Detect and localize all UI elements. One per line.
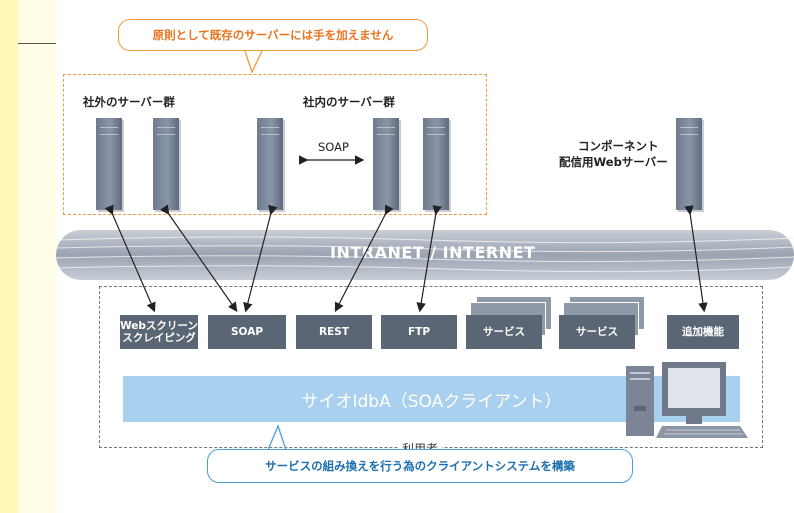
bottom-callout: サービスの組み換えを行う為のクライアントシステムを構築 bbox=[207, 449, 633, 483]
internal-server-3 bbox=[423, 118, 449, 210]
web-scraping-line1: Webスクリーン bbox=[120, 319, 198, 332]
top-callout: 原則として既存のサーバーには手を加えません bbox=[118, 19, 428, 51]
client-bar-label: サイオIdbA（SOAクライアント） bbox=[301, 391, 562, 412]
rest-service-label: REST bbox=[319, 325, 349, 338]
extra-feature-label: 追加機能 bbox=[682, 325, 724, 338]
web-scraping-line2: スクレイピング bbox=[122, 332, 196, 344]
internal-server-1 bbox=[257, 118, 283, 210]
ftp-service-label: FTP bbox=[407, 325, 431, 338]
soap-link-label: SOAP bbox=[318, 140, 349, 154]
service-1-label: サービス bbox=[483, 325, 525, 338]
left-sidebar bbox=[0, 0, 18, 513]
ftp-service-box: FTP bbox=[381, 315, 457, 349]
rest-service-box: REST bbox=[296, 315, 372, 349]
header-rule bbox=[18, 43, 56, 44]
component-server bbox=[676, 118, 702, 210]
soap-service-label: SOAP bbox=[230, 325, 264, 338]
desktop-computer-icon bbox=[626, 362, 748, 438]
component-server-label-line2: 配信用Webサーバー bbox=[559, 155, 668, 169]
internal-servers-label: 社内のサーバー群 bbox=[303, 95, 395, 109]
web-scraping-box: Webスクリーンスクレイピング bbox=[120, 315, 198, 349]
bottom-callout-text: サービスの組み換えを行う為のクライアントシステムを構築 bbox=[265, 459, 575, 473]
external-servers-label: 社外のサーバー群 bbox=[83, 95, 175, 109]
extra-feature-box: 追加機能 bbox=[667, 315, 739, 349]
service-2-label: サービス bbox=[576, 325, 618, 338]
component-server-label-line1: コンポーネント bbox=[578, 139, 659, 153]
internal-server-2 bbox=[373, 118, 399, 210]
external-server-1 bbox=[96, 118, 122, 210]
service-box-1: サービス bbox=[466, 315, 542, 349]
external-server-2 bbox=[153, 118, 179, 210]
top-callout-text: 原則として既存のサーバーには手を加えません bbox=[152, 28, 394, 42]
soap-service-box: SOAP bbox=[208, 315, 286, 349]
service-box-2: サービス bbox=[559, 315, 635, 349]
